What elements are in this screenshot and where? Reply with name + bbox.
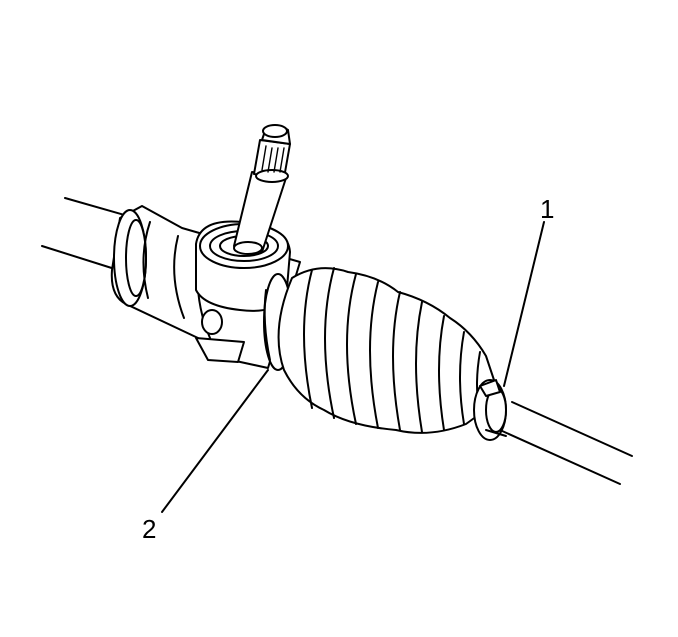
pinion-shaft	[233, 124, 291, 255]
callout-2-leader	[161, 369, 269, 513]
rack-bellows-boot	[277, 267, 495, 434]
right-tie-rod	[499, 401, 633, 485]
callout-1-label: 1	[540, 194, 554, 224]
callout-1-leader	[503, 221, 545, 387]
callout-2-label: 2	[142, 514, 156, 544]
callout-1: 1	[503, 194, 554, 387]
callout-2: 2	[142, 369, 269, 544]
outer-boot-clamp	[473, 379, 507, 441]
